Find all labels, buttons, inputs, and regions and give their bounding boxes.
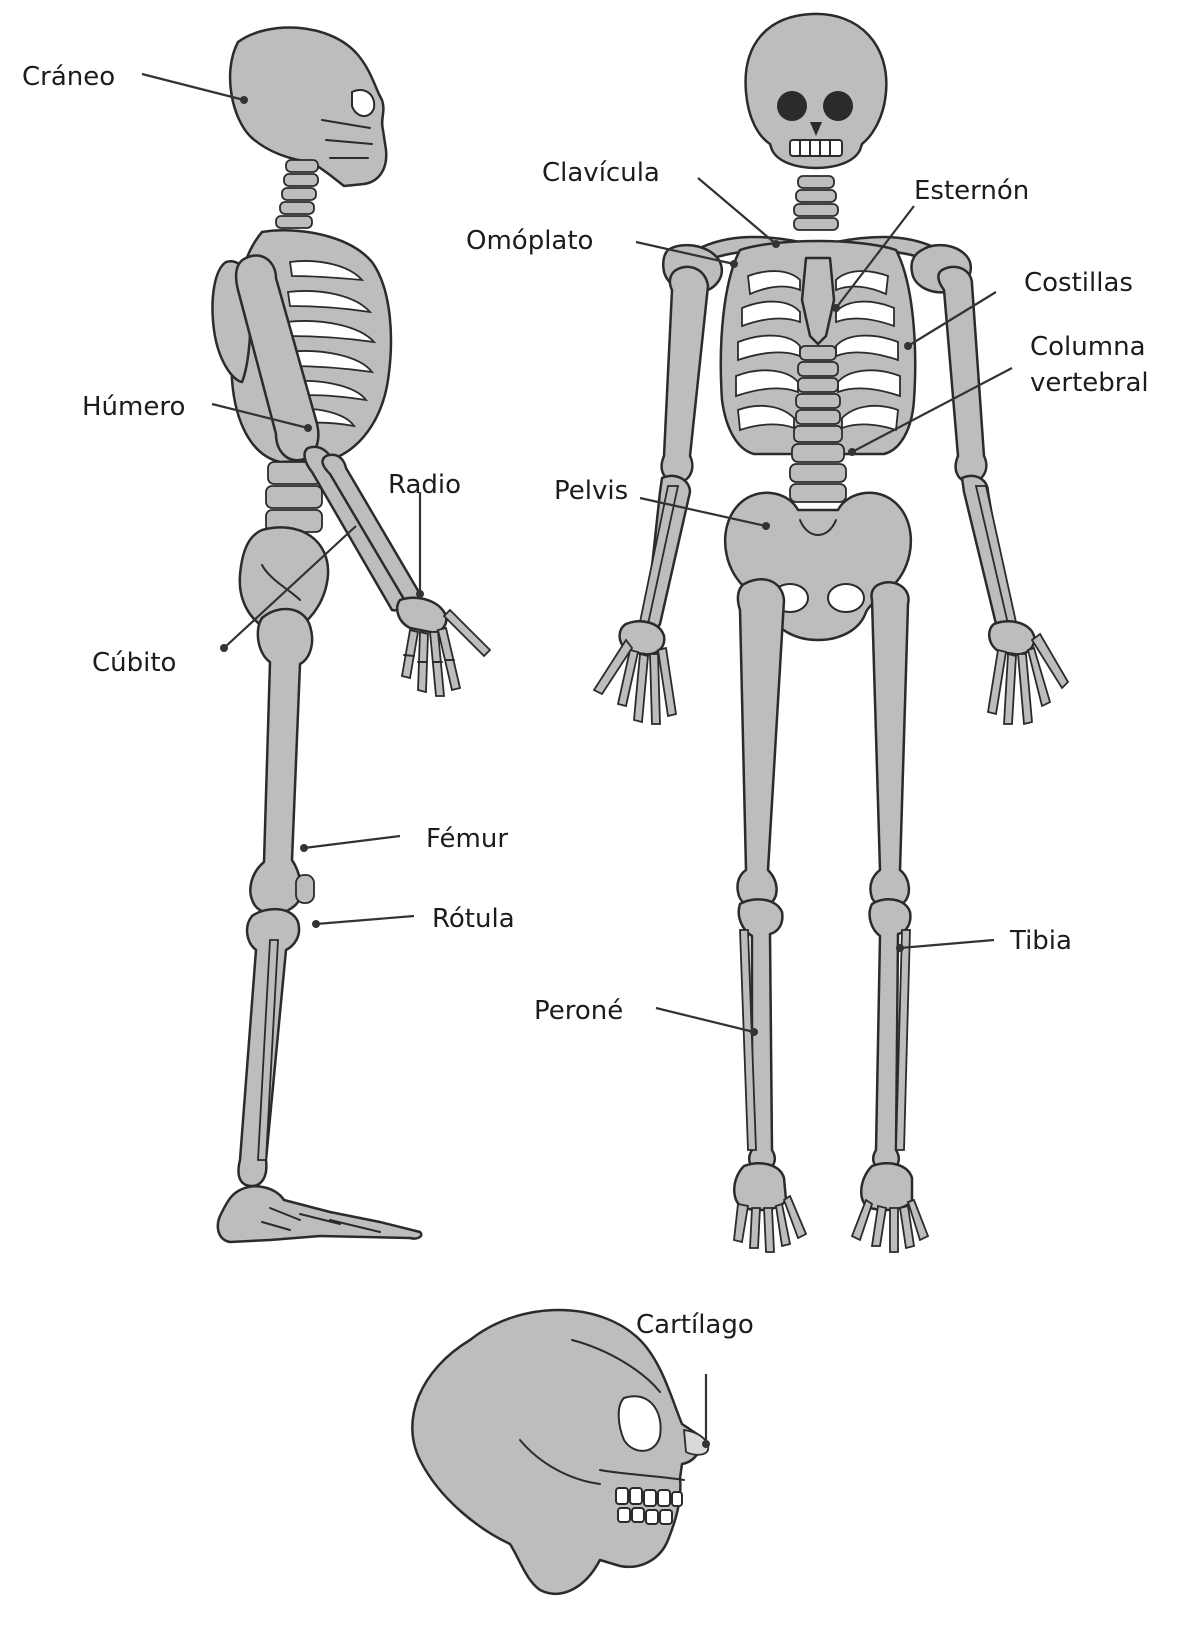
front-hand-right bbox=[988, 621, 1068, 724]
label-humero: Húmero bbox=[82, 392, 185, 422]
front-foot-left bbox=[734, 1163, 806, 1252]
leader-tibia bbox=[900, 940, 994, 948]
label-radio: Radio bbox=[388, 470, 461, 500]
leader-rotula bbox=[316, 916, 414, 924]
label-esternon: Esternón bbox=[914, 176, 1029, 206]
front-humerus-right bbox=[938, 267, 986, 482]
label-cubito: Cúbito bbox=[92, 648, 176, 678]
side-cervical-spine bbox=[276, 160, 318, 228]
side-hand bbox=[397, 598, 490, 696]
label-omoplato: Omóplato bbox=[466, 226, 593, 256]
front-femur-left bbox=[737, 579, 784, 907]
label-perone: Peroné bbox=[534, 996, 623, 1026]
front-spine bbox=[790, 346, 846, 502]
front-cervical-spine bbox=[794, 176, 838, 230]
front-humerus-left bbox=[662, 267, 708, 482]
label-tibia: Tibia bbox=[1010, 926, 1072, 956]
front-hand-left bbox=[594, 621, 676, 724]
skull-cranium bbox=[412, 1310, 701, 1594]
label-craneo: Cráneo bbox=[22, 62, 115, 92]
label-columna-line1: Columna bbox=[1030, 332, 1146, 362]
label-femur: Fémur bbox=[426, 824, 508, 854]
front-foot-right bbox=[852, 1163, 928, 1252]
side-patella bbox=[296, 875, 314, 903]
leader-craneo bbox=[142, 74, 244, 100]
leader-clavicula bbox=[698, 178, 776, 244]
label-columna-line2: vertebral bbox=[1030, 368, 1149, 398]
front-femur-right bbox=[870, 582, 908, 908]
label-pelvis: Pelvis bbox=[554, 476, 628, 506]
leader-perone bbox=[656, 1008, 754, 1032]
side-skeleton bbox=[213, 27, 491, 1242]
side-foot bbox=[218, 1186, 421, 1242]
skull-closeup bbox=[412, 1310, 708, 1594]
leader-femur bbox=[304, 836, 400, 848]
label-cartilago: Cartílago bbox=[636, 1310, 754, 1340]
label-clavicula: Clavícula bbox=[542, 158, 660, 188]
side-femur bbox=[250, 609, 312, 914]
label-rotula: Rótula bbox=[432, 904, 515, 934]
label-costillas: Costillas bbox=[1024, 268, 1133, 298]
